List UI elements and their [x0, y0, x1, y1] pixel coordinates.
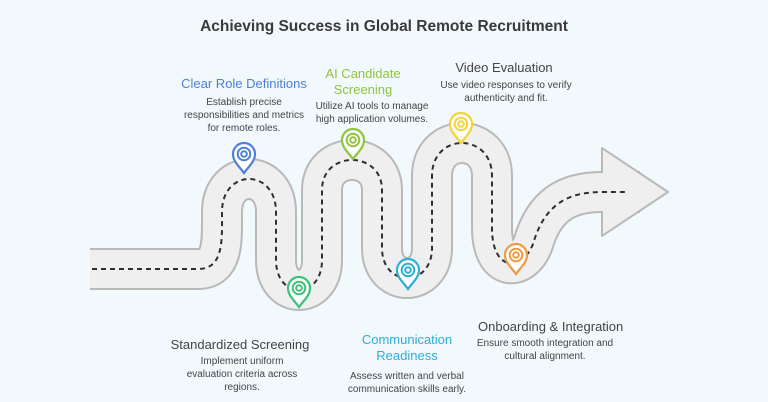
step-desc-standardized-screening: Implement uniform evaluation criteria ac…	[186, 356, 298, 393]
step-desc-clear-role-definitions: Establish precise responsibilities and m…	[183, 97, 305, 134]
step-title-video-evaluation: Video Evaluation	[455, 60, 553, 75]
step-desc-ai-candidate-screening: Utilize AI tools to manage high applicat…	[315, 101, 429, 125]
winding-road	[90, 122, 669, 311]
step-desc-onboarding-integration: Ensure smooth integration and cultural a…	[476, 338, 614, 362]
diagram-title: Achieving Success in Global Remote Recru…	[200, 18, 568, 35]
step-desc-video-evaluation: Use video responses to verify authentici…	[440, 80, 572, 104]
step-title-standardized-screening: Standardized Screening	[170, 337, 310, 352]
step-desc-communication-readiness: Assess written and verbal communication …	[347, 371, 467, 395]
step-title-communication-readiness: Communication Readiness	[361, 332, 453, 363]
step-title-onboarding-integration: Onboarding & Integration	[478, 319, 624, 334]
step-title-clear-role-definitions: Clear Role Definitions	[181, 76, 307, 91]
step-title-ai-candidate-screening: AI Candidate Screening	[325, 66, 401, 97]
